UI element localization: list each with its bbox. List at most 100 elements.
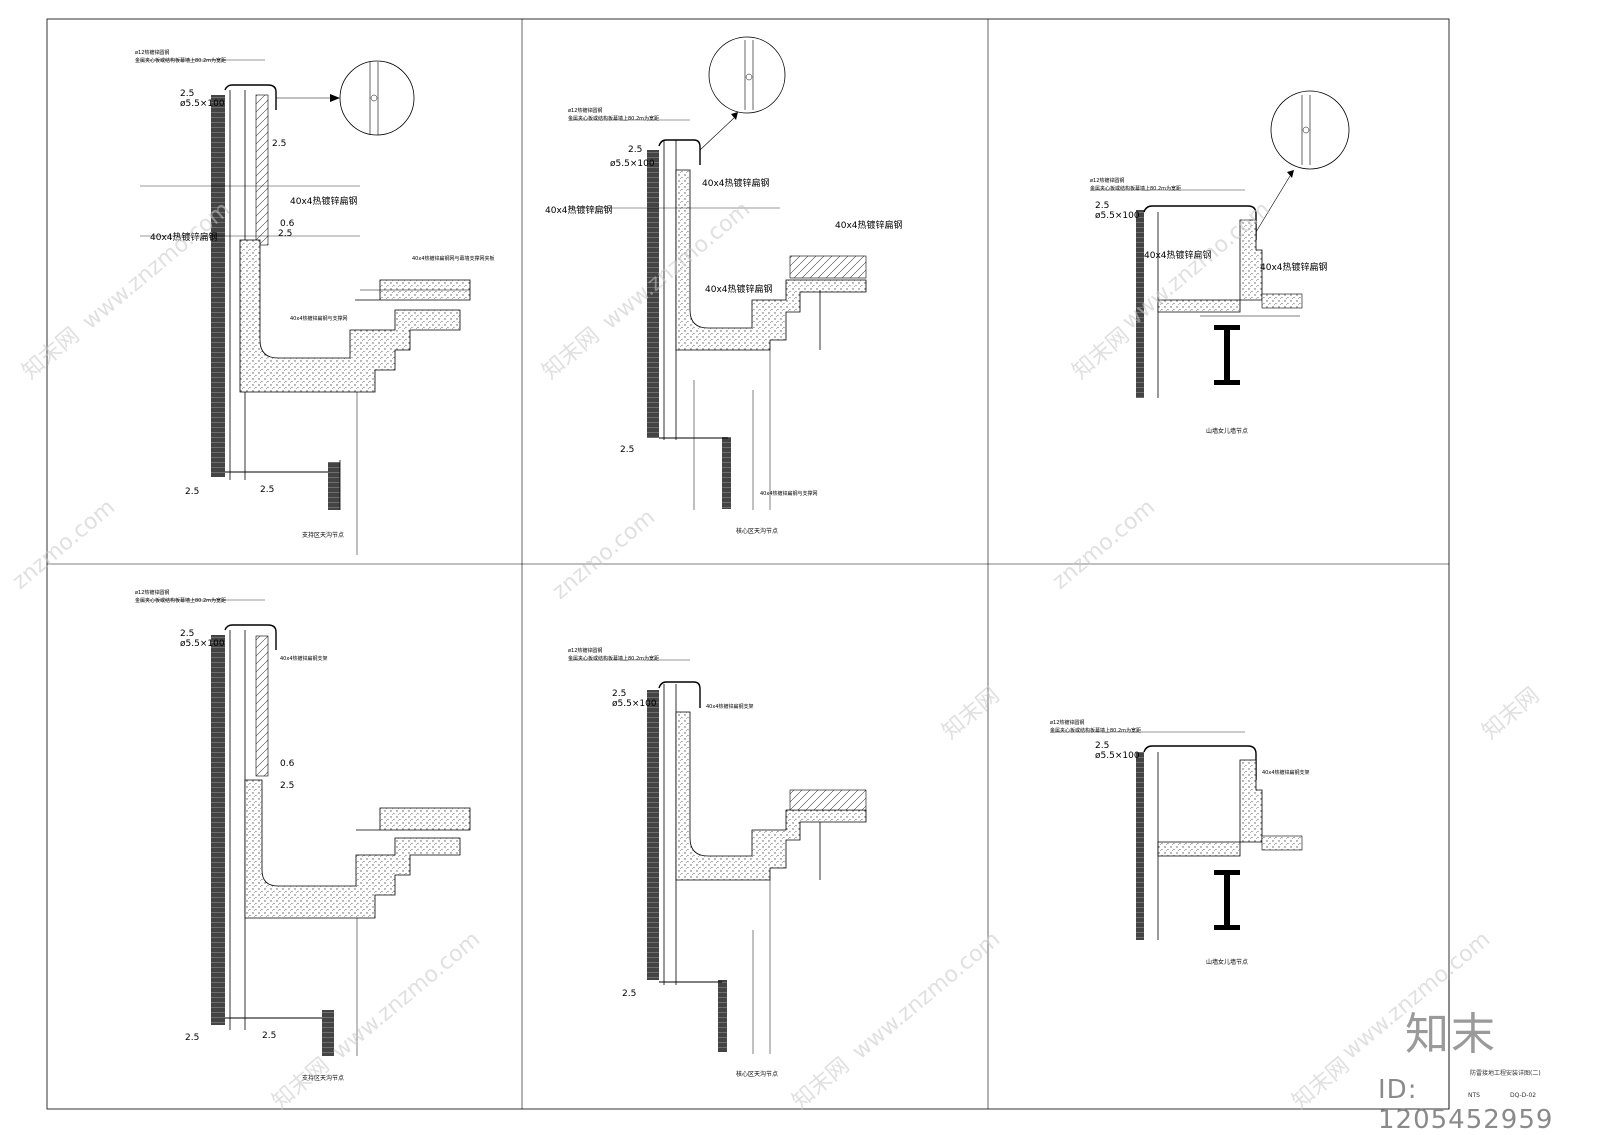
dimension-label: 2.5	[272, 139, 286, 149]
annotation: 金属夹心板或结构板幕墙上80.2m为宽距	[135, 57, 226, 64]
dimension-label: ø5.5×100	[610, 159, 655, 169]
watermark-text: znzmo.com	[8, 495, 120, 595]
dimension-label: 2.5	[278, 229, 292, 239]
steel-column	[722, 437, 731, 509]
detail-panel-6: ø12热镀锌圆钢 金属夹心板或结构板幕墙上80.2m为宽距 2.5 ø5.5×1…	[1050, 719, 1310, 966]
detail-panel-3: ø12热镀锌圆钢 金属夹心板或结构板幕墙上80.2m为宽距 2.5 ø5.5×1…	[1090, 90, 1350, 435]
steel-i-beam	[1214, 870, 1240, 930]
gutter-concrete	[244, 779, 461, 919]
cladding-wall	[647, 150, 659, 438]
coping-cap	[1143, 205, 1257, 240]
annotation: 金属夹心板或结构板幕墙上80.2m为宽距	[135, 597, 226, 604]
steel-column	[718, 980, 727, 1052]
roof-slab	[789, 789, 867, 811]
annotation: 40x4热镀锌扁钢	[1144, 249, 1212, 261]
annotation: 金属夹心板或结构板幕墙上80.2m为宽距	[1090, 185, 1181, 192]
dimension-label: ø5.5×100	[612, 699, 657, 709]
dimension-label: 0.6	[280, 759, 295, 769]
image-id-label: ID: 1205452959	[1378, 1075, 1554, 1135]
coping-cap	[1143, 745, 1257, 780]
parapet-insulation	[255, 94, 269, 246]
coping-cap	[224, 624, 277, 650]
detail-caption: 山墙女儿墙节点	[1206, 427, 1248, 435]
annotation: 40x4热镀锌扁钢	[705, 283, 773, 295]
parapet-insulation	[255, 635, 269, 777]
dimension-label: ø5.5×100	[1095, 211, 1140, 221]
gutter-concrete	[239, 239, 461, 393]
watermark-text: 知末网	[1478, 683, 1545, 745]
annotation: 金属夹心板或结构板幕墙上80.2m为宽距	[568, 115, 659, 122]
annotation: ø12热镀锌圆钢	[1090, 177, 1124, 184]
watermark-text: 知末网	[268, 1053, 335, 1115]
dimension-label: 2.5	[180, 629, 194, 639]
annotation: ø12热镀锌圆钢	[568, 647, 602, 654]
roof-slab	[356, 807, 471, 831]
annotation: 40x4热镀锌扁钢	[545, 204, 613, 216]
watermark-text: 知末网	[938, 683, 1005, 745]
title-block-scale: NTS	[1468, 1092, 1480, 1099]
detail-caption: 支持区天沟节点	[302, 531, 344, 539]
dimension-label: 2.5	[1095, 201, 1109, 211]
detail-panel-2: ø12热镀锌圆钢 金属夹心板或结构板幕墙上80.2m为宽距 ø5.5×100 4…	[545, 36, 903, 535]
detail-panel-4: ø12热镀锌圆钢 金属夹心板或结构板幕墙上80.2m为宽距 2.5 ø5.5×1…	[135, 589, 471, 1082]
detail-caption: 核心区天沟节点	[736, 527, 778, 535]
steel-column	[322, 1010, 334, 1056]
brand-logo: 知末	[1405, 1009, 1497, 1060]
title-block-number: DQ-D-02	[1510, 1092, 1537, 1099]
dimension-label: 2.5	[280, 781, 294, 791]
annotation: ø12热镀锌圆钢	[135, 589, 169, 596]
cladding-wall	[1136, 752, 1144, 940]
gutter-concrete	[675, 711, 867, 881]
annotation: 40x4热镀锌扁钢支架	[280, 655, 328, 662]
dimension-label: 2.5	[185, 487, 199, 497]
roof-slab	[1261, 835, 1303, 851]
cladding-wall	[647, 690, 659, 980]
detail-caption: 山墙女儿墙节点	[1206, 958, 1248, 966]
coping-cap	[658, 681, 701, 708]
gutter-concrete	[675, 169, 867, 351]
dimension-label: ø5.5×100	[180, 639, 225, 649]
annotation: 40x4热镀锌扁钢	[835, 219, 903, 231]
dimension-label: 2.5	[180, 89, 194, 99]
detail-panel-1: ø12热镀锌圆钢 金属夹心板或结构板幕墙上80.2m为宽距 2.5 ø5.5×1…	[135, 49, 495, 555]
dimension-label: 2.5	[622, 989, 636, 999]
annotation: 40x4热镀锌扁钢支架	[1262, 769, 1310, 776]
watermark-text: 知末网	[18, 323, 85, 385]
dimension-label: 2.5	[612, 689, 626, 699]
parapet-concrete	[1157, 759, 1263, 857]
annotation: ø12热镀锌圆钢	[1050, 719, 1084, 726]
title-block-name: 防雷接地工程安装详图(二)	[1470, 1070, 1541, 1077]
dimension-label: ø5.5×100	[1095, 751, 1140, 761]
roof-slab	[1261, 293, 1303, 309]
watermark-text: znzmo.com	[548, 505, 660, 605]
annotation: 40x4热镀锌扁钢与支撑网	[290, 315, 348, 322]
dimension-label: 2.5	[185, 1033, 199, 1043]
annotation: 40x4热镀锌扁钢支架	[706, 703, 754, 710]
watermark-text: znzmo.com	[1048, 495, 1160, 595]
watermark-text: 知末网	[1288, 1053, 1355, 1115]
detail-panel-5: ø12热镀锌圆钢 金属夹心板或结构板幕墙上80.2m为宽距 2.5 ø5.5×1…	[568, 647, 867, 1078]
dimension-label: 2.5	[620, 445, 634, 455]
annotation: 40x4热镀锌扁钢	[1260, 261, 1328, 273]
watermark-text: 知末网	[788, 1053, 855, 1115]
detail-caption: 支持区天沟节点	[302, 1074, 344, 1082]
dimension-label: 2.5	[262, 1031, 276, 1041]
annotation: 40x4热镀锌扁钢	[702, 177, 770, 189]
steel-i-beam	[1214, 325, 1240, 385]
dimension-label: 2.5	[260, 485, 274, 495]
annotation: 金属夹心板或结构板幕墙上80.2m为宽距	[568, 655, 659, 662]
parapet-concrete	[1157, 219, 1263, 313]
cladding-wall	[211, 635, 225, 1025]
dimension-label: 2.5	[1095, 741, 1109, 751]
detail-callout-circle	[708, 36, 786, 114]
steel-column	[328, 462, 340, 510]
watermark-text: 知末网	[1068, 323, 1135, 385]
annotation: ø12热镀锌圆钢	[135, 49, 169, 56]
callout-leader	[1255, 175, 1291, 233]
detail-callout-circle	[1270, 90, 1350, 170]
dimension-label: 2.5	[628, 145, 642, 155]
annotation: 40x4热镀锌扁钢网与幕墙支撑网夹板	[412, 255, 495, 262]
dimension-label: ø5.5×100	[180, 99, 225, 109]
annotation: 40x4热镀锌扁钢	[290, 195, 358, 207]
